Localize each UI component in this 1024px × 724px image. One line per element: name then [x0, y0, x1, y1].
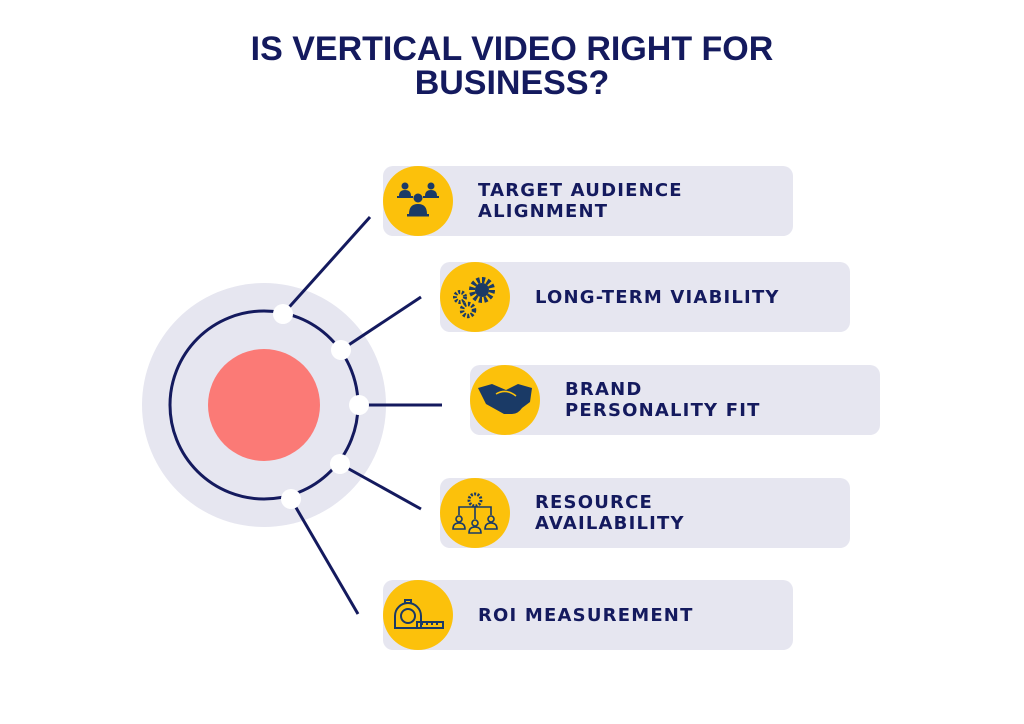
item-card-target-audience: TARGET AUDIENCE ALIGNMENT — [383, 166, 793, 236]
connector-line — [281, 215, 372, 316]
item-card-long-term: LONG-TERM VIABILITY — [440, 262, 850, 332]
item-label: BRAND PERSONALITY FIT — [565, 379, 761, 421]
item-card-roi: ROI MEASUREMENT — [383, 580, 793, 650]
item-label: TARGET AUDIENCE ALIGNMENT — [478, 180, 683, 222]
connector-dot — [331, 340, 351, 360]
page-title: IS VERTICAL VIDEO RIGHT FOR BUSINESS? — [250, 30, 774, 102]
item-label: RESOURCE AVAILABILITY — [535, 492, 685, 534]
connector-line — [339, 462, 422, 511]
handshake-icon — [470, 365, 540, 435]
audience-icon — [383, 166, 453, 236]
resource-network-icon — [440, 478, 510, 548]
item-card-resource: RESOURCE AVAILABILITY — [440, 478, 850, 548]
item-label: LONG-TERM VIABILITY — [535, 286, 780, 308]
core-circle — [208, 349, 320, 461]
connector-dot — [330, 454, 350, 474]
tape-measure-icon — [383, 580, 453, 650]
gears-icon — [440, 262, 510, 332]
connector-line — [289, 498, 360, 615]
connector-dot — [281, 489, 301, 509]
connector-dot — [273, 304, 293, 324]
item-label: ROI MEASUREMENT — [478, 604, 694, 626]
connector-line — [340, 295, 422, 352]
connector-dot — [349, 395, 369, 415]
item-card-brand-personality: BRAND PERSONALITY FIT — [470, 365, 880, 435]
